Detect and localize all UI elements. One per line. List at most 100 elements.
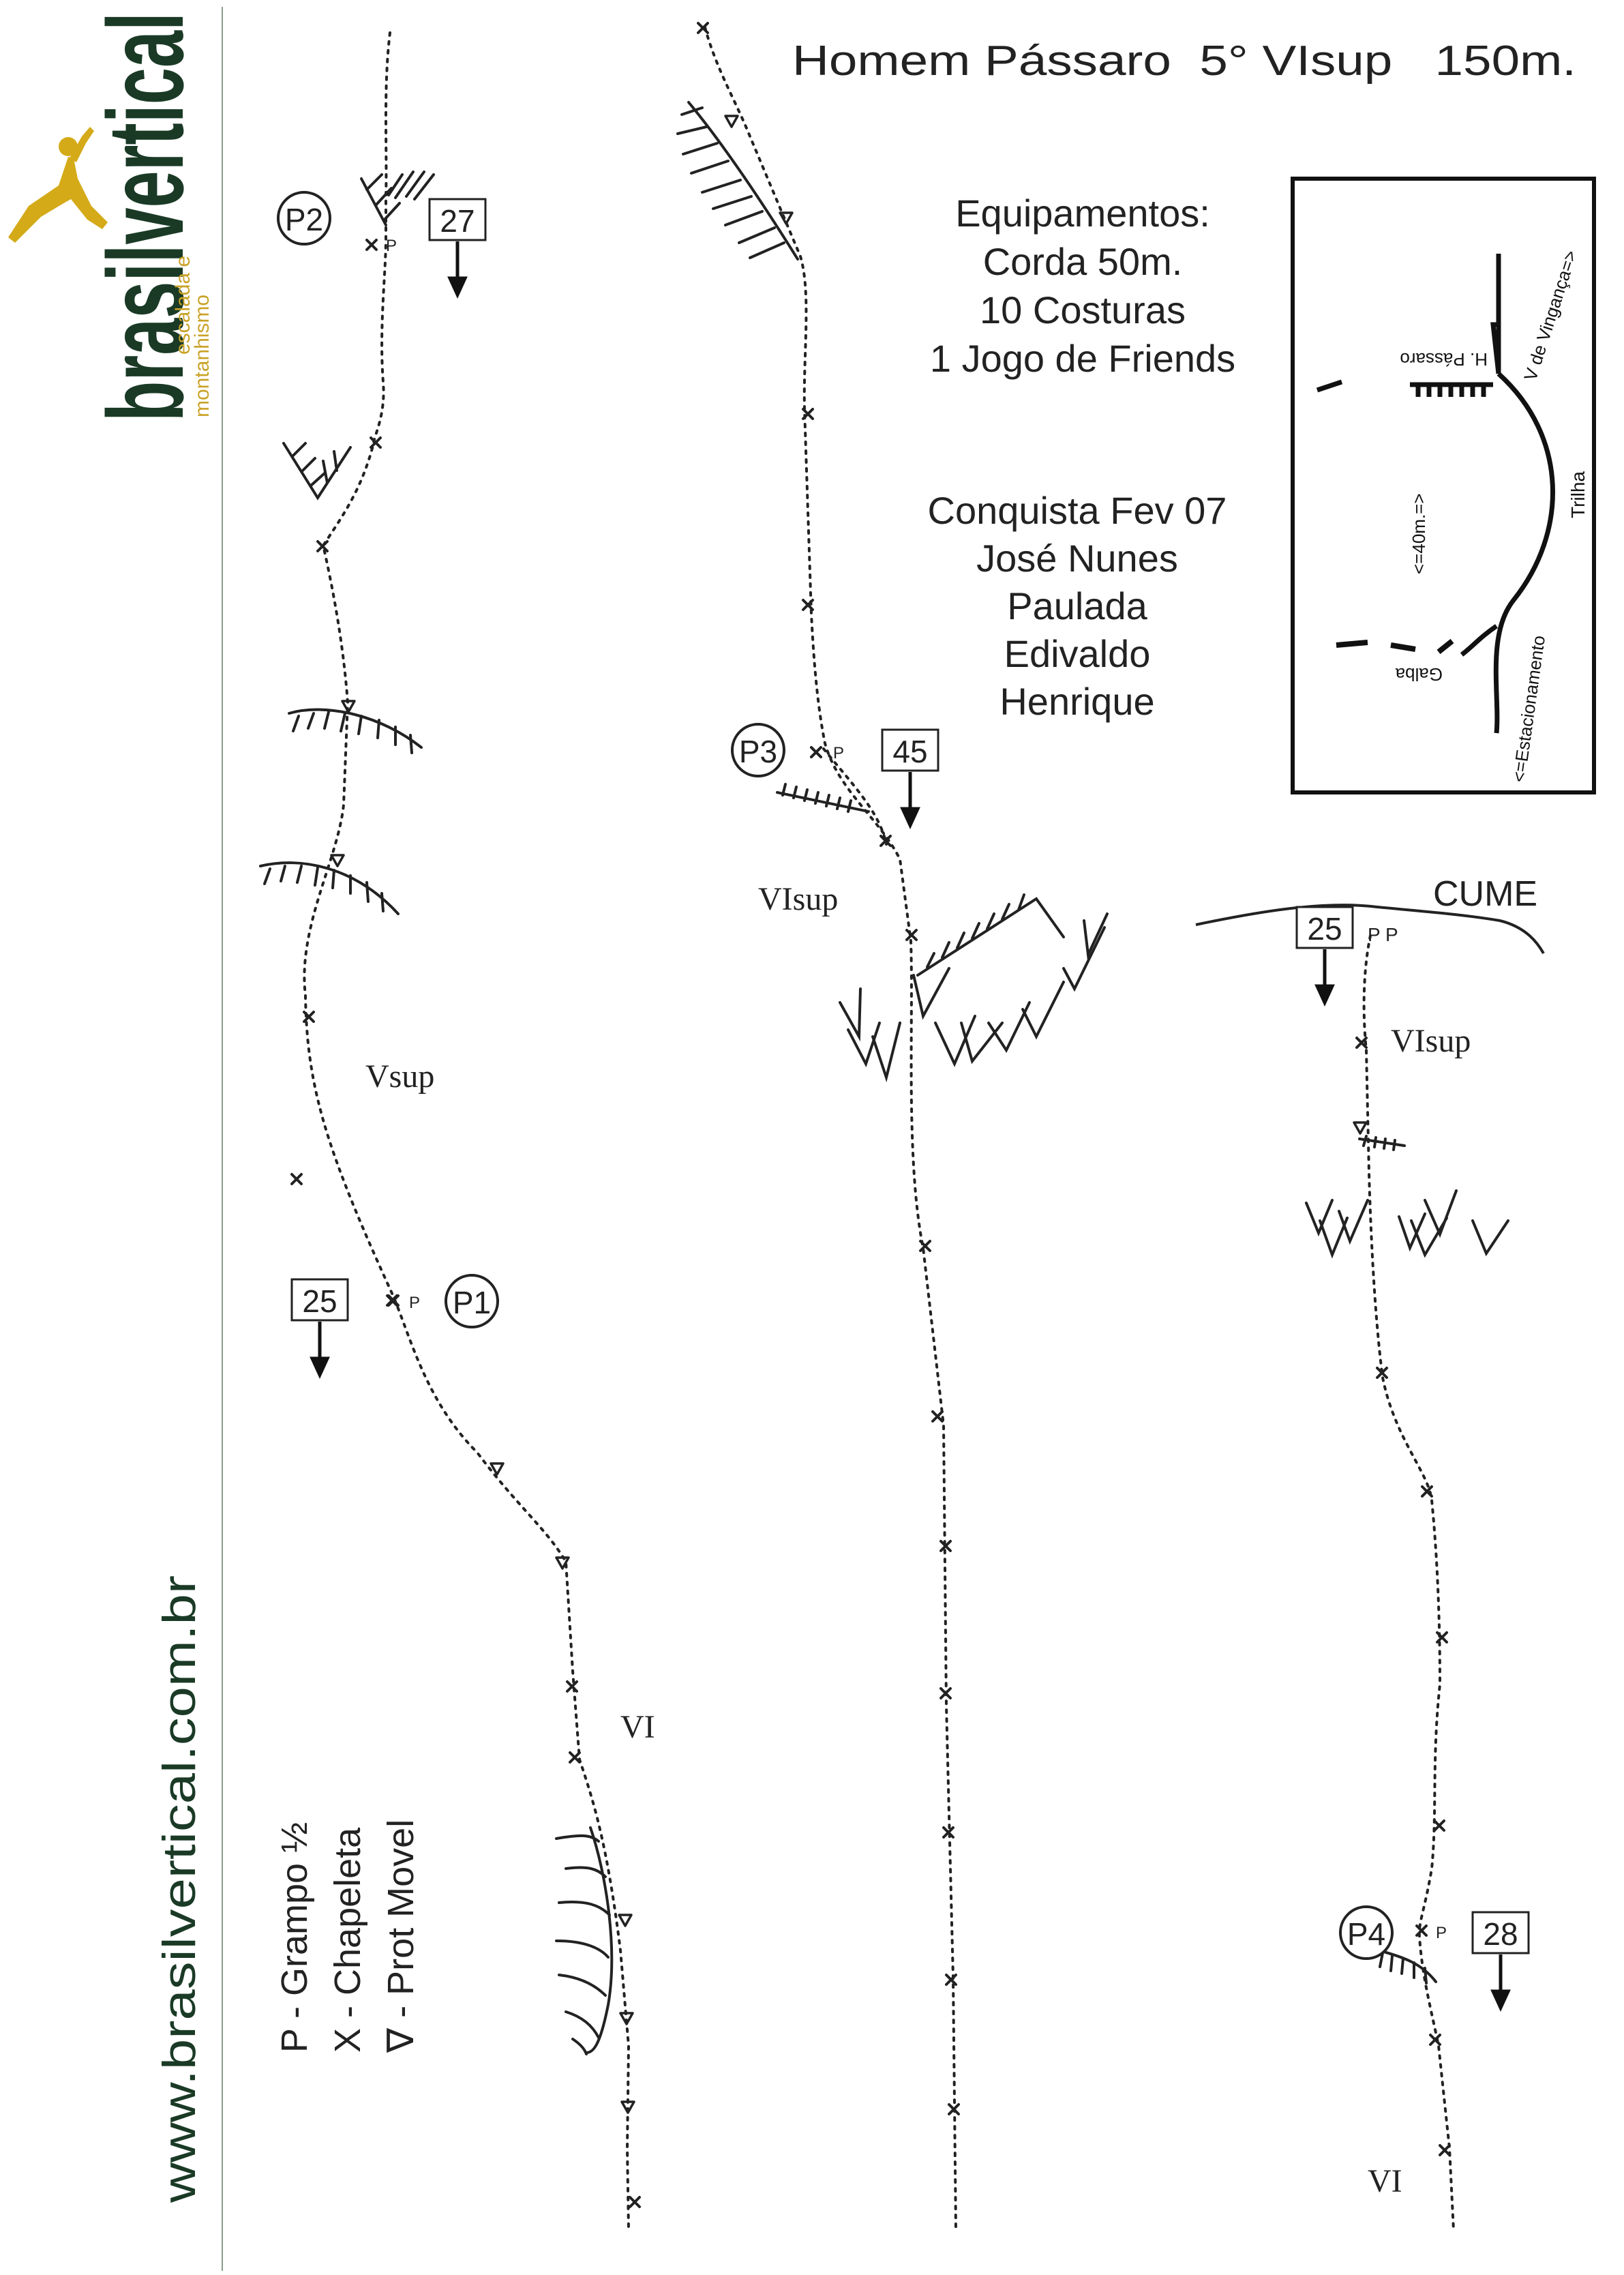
belay-p-marker: P <box>409 1294 420 1312</box>
bolt-icon <box>939 1540 952 1552</box>
gear-triangle-icon <box>620 2100 635 2114</box>
logo-subtitle-1: escalada e <box>172 256 194 355</box>
belay-label-p2: P2 <box>285 202 323 237</box>
route-line-mid <box>704 26 957 2231</box>
map-label-trilha: Trilha <box>1567 471 1589 518</box>
bolt-icon <box>290 1173 303 1185</box>
grade-vsup: Vsup <box>365 1058 434 1095</box>
pitch-length-p1: 25 <box>302 1283 337 1319</box>
map-crag-passaro <box>1410 382 1493 397</box>
gear-triangle-icon <box>779 211 794 225</box>
bolt-icon <box>939 1687 952 1699</box>
overhang-feature <box>1377 1949 1437 1984</box>
bolt-icon <box>566 1680 578 1693</box>
belay-station-circle <box>277 191 331 246</box>
belay-stations: P2 P P1 P P3 P P4 P <box>277 191 1447 1960</box>
bolt-icon <box>370 436 382 449</box>
map-frame <box>1291 177 1596 794</box>
overhang-feature <box>259 861 400 915</box>
bolt-icon <box>945 1974 957 1986</box>
belay-station-circle <box>1339 1905 1394 1960</box>
route-title: Homem Pássaro 5° VIsup 150m. <box>792 38 1576 85</box>
pitch-length-box <box>1471 1911 1530 1954</box>
bolt-icon <box>1433 1819 1445 1832</box>
gear-triangle-icon <box>1353 1121 1368 1135</box>
bolt-icon <box>942 1826 954 1839</box>
legend-item: X - Chapeleta <box>327 1827 368 2053</box>
bolt-icon <box>1376 1367 1388 1379</box>
map-path-passaro <box>1490 322 1501 374</box>
crack-feature <box>555 1826 614 2055</box>
gear-placements <box>330 115 1368 2114</box>
bolt-icon <box>303 1011 315 1023</box>
pitch-length-p2: 27 <box>440 203 475 239</box>
summit-anchors: P P <box>1368 924 1398 945</box>
pitch-length-box <box>1295 906 1354 949</box>
gear-triangle-icon <box>490 1462 505 1476</box>
approach-map: H. Pássaro V de Vingança=> Trilha <=40m.… <box>1291 177 1596 794</box>
website-url: www.brasilvertical.com.br <box>153 1575 205 2203</box>
gear-triangle-icon <box>555 1556 570 1570</box>
summit-ridge <box>1195 904 1545 954</box>
grades: Vsup VI VIsup VIsup VI <box>365 881 1471 2199</box>
map-label-distance: <=40m.=> <box>1409 493 1429 574</box>
overhang-feature <box>776 783 870 813</box>
pitch-lengths: 27 25 45 25 28 <box>290 198 1530 2012</box>
pitch-length-p3: 45 <box>892 734 927 769</box>
grade-visup-mid: VIsup <box>758 881 838 917</box>
bolt-icon <box>1355 1037 1368 1049</box>
equipment-line: 1 Jogo de Friends <box>930 337 1235 380</box>
first-ascent-line: Henrique <box>999 680 1154 723</box>
first-ascent-line: Paulada <box>1007 584 1147 627</box>
legend-item: P - Grampo ½ <box>274 1822 315 2053</box>
descent-arrow-icon <box>1314 949 1335 1007</box>
belay-bolt-icon <box>810 746 822 758</box>
overhang-feature <box>1358 1135 1406 1151</box>
overhang-feature <box>916 893 1065 977</box>
gear-triangle-icon <box>341 700 356 713</box>
pitch-length-p4: 28 <box>1483 1916 1518 1952</box>
climber-figure-icon <box>8 127 108 243</box>
belay-p-marker: P <box>1436 1924 1447 1942</box>
bolt-icon <box>919 1240 931 1252</box>
summit-label: CUME <box>1433 874 1537 914</box>
first-ascent-line: Conquista Fev 07 <box>928 489 1227 532</box>
overhang-feature <box>676 101 799 261</box>
descent-arrow-icon <box>900 772 920 830</box>
legend-item: ∇ - Prot Movel <box>380 1819 421 2053</box>
equipment-line: Corda 50m. <box>983 240 1183 283</box>
belay-label-p4: P4 <box>1347 1916 1385 1952</box>
belay-label-p3: P3 <box>739 734 777 769</box>
bolt-icon <box>1429 2034 1441 2046</box>
map-crag-galba <box>1336 638 1454 655</box>
bolt-icon <box>948 2103 960 2115</box>
vegetation-feature <box>839 912 1109 1083</box>
descent-arrow-icon <box>1490 1954 1511 2012</box>
equipment-list: Equipamentos: Corda 50m. 10 Costuras 1 J… <box>930 192 1235 380</box>
bolt-icon <box>697 22 709 34</box>
map-label-estacionamento: <=Estacionamento <box>1508 634 1549 784</box>
belay-p-marker: P <box>833 744 844 762</box>
vegetation-feature <box>1305 1189 1509 1259</box>
map-label-galba: Galba <box>1395 664 1443 685</box>
belay-bolt-icon <box>365 239 378 251</box>
descent-arrow-icon <box>447 241 468 299</box>
overhang-feature <box>360 170 435 226</box>
belay-station-circle <box>731 723 785 777</box>
logo-text: brasilvertical <box>86 12 206 421</box>
gear-triangle-icon <box>724 115 739 128</box>
belay-station-circle <box>445 1274 499 1328</box>
logo-subtitle-2: montanhismo <box>191 295 213 417</box>
route-line-left <box>303 31 631 2231</box>
gear-triangle-icon <box>330 854 345 867</box>
route-line-p3-traverse <box>822 747 888 846</box>
grade-vi-right: VI <box>1368 2163 1402 2199</box>
bolt-icon <box>1436 1631 1448 1644</box>
first-ascent-info: Conquista Fev 07 José Nunes Paulada Ediv… <box>928 489 1227 723</box>
belay-bolt-icon <box>1415 1924 1428 1937</box>
bolt-icon <box>569 1751 581 1764</box>
terrain-features <box>259 101 1509 2055</box>
map-branch-galba <box>1460 624 1498 657</box>
map-crag-left <box>1316 379 1343 393</box>
grade-vi-left: VI <box>620 1709 655 1745</box>
